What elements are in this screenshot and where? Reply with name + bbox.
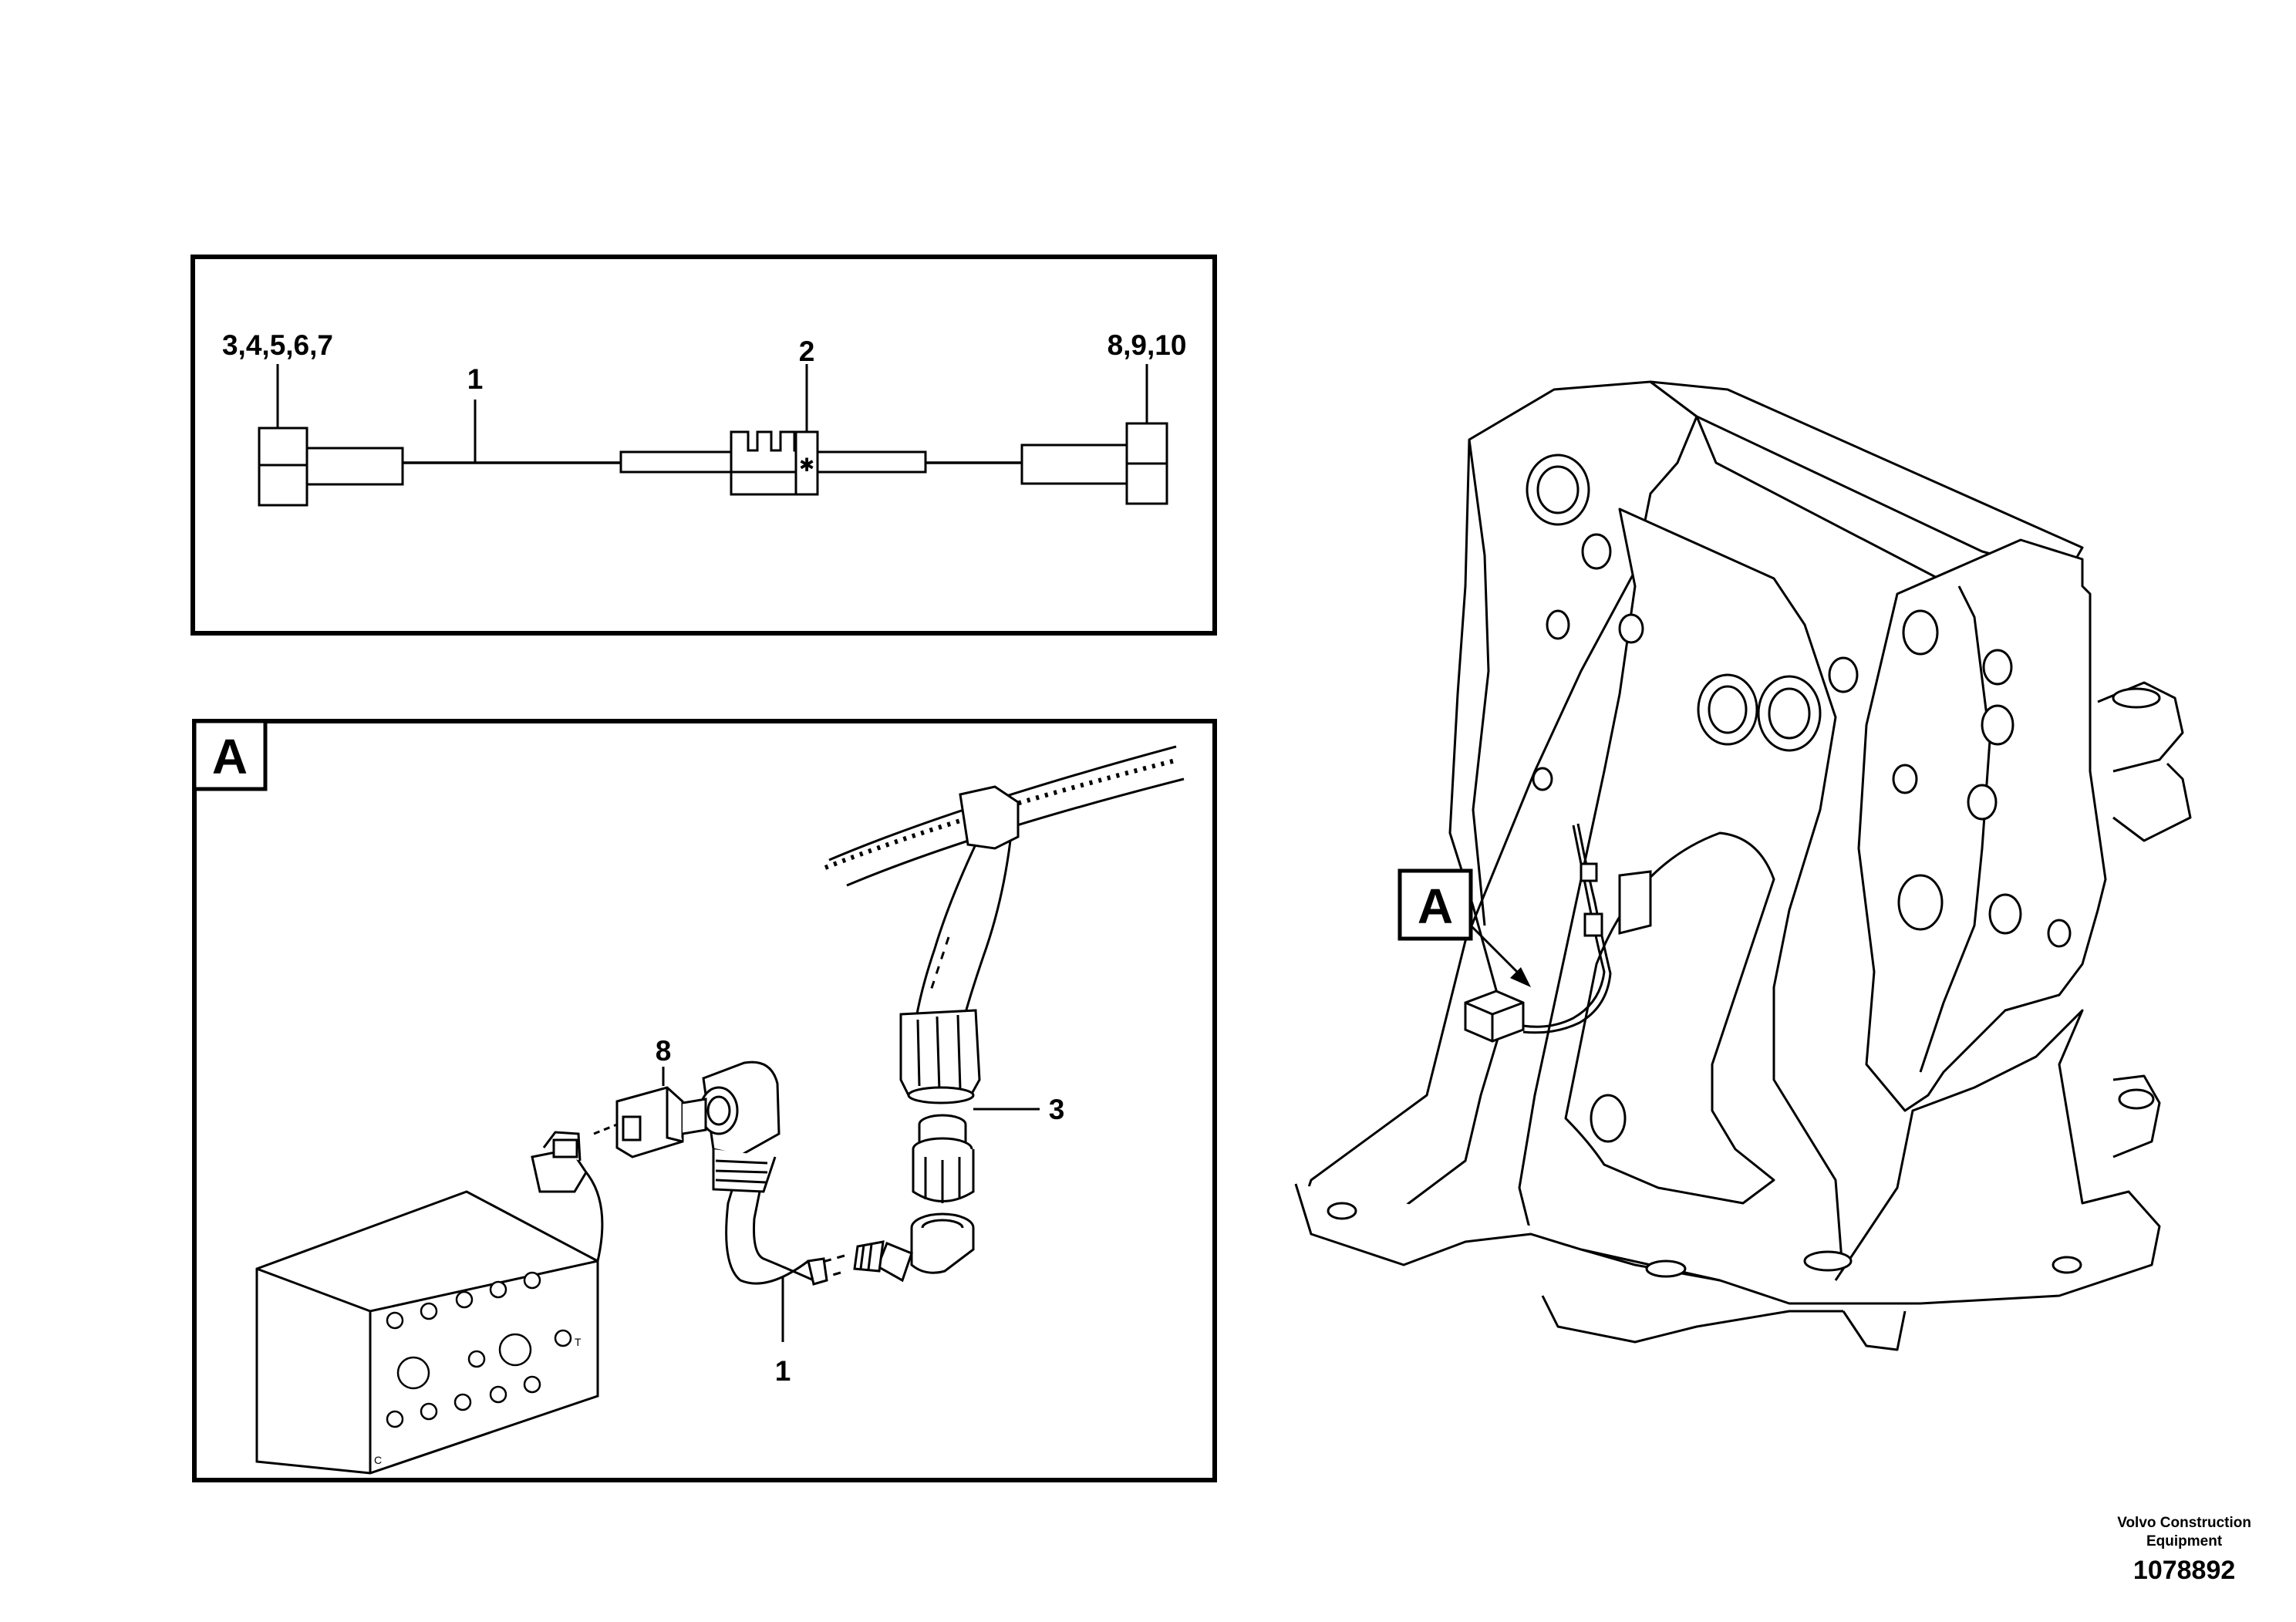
label-cable-item: 1 <box>467 363 484 395</box>
elbow-fitting <box>853 1212 975 1283</box>
machine-callout-box <box>1397 868 1473 941</box>
left-connector-symbol <box>258 364 404 507</box>
right-connector-symbol <box>1020 364 1168 505</box>
branch-hose <box>915 840 1012 1019</box>
angle-connector <box>699 1061 781 1193</box>
frame-valve-block <box>1464 990 1525 1043</box>
hose-item-1 <box>725 1187 845 1286</box>
loader-frame-illustration <box>1294 380 2192 1351</box>
valve-block <box>255 1131 604 1475</box>
block-mark-c: C <box>374 1454 382 1466</box>
hose-nut <box>899 1009 981 1104</box>
base-plate <box>1294 1009 2161 1305</box>
label-right-connector-items: 8,9,10 <box>1108 329 1187 361</box>
frame-harness <box>1522 823 1652 1034</box>
label-junction-item: 2 <box>799 336 815 367</box>
right-side-plate <box>1857 538 2107 1112</box>
view-letter: A <box>212 729 248 784</box>
valve-block-ports <box>386 1271 572 1428</box>
machine-callout-leader <box>1469 924 1525 980</box>
connector-item-8 <box>615 1086 707 1158</box>
view-letter-box <box>192 719 268 791</box>
machine-view-callout: A <box>1397 868 1531 987</box>
center-junction-symbol <box>619 364 927 496</box>
block-mark-t: T <box>575 1336 582 1348</box>
label-connector-item: 8 <box>656 1035 672 1067</box>
center-junction-star-icon: ✱ <box>799 454 814 476</box>
cable-schematic-panel: ✱ 3,4,5,6,7 1 2 8,9,10 <box>190 255 1217 636</box>
label-fitting-item: 3 <box>1049 1094 1065 1125</box>
label-left-connector-items: 3,4,5,6,7 <box>222 329 333 361</box>
label-hose-item: 1 <box>775 1355 791 1387</box>
brand-line-1: Volvo Construction <box>2117 1515 2251 1531</box>
fitting-item-3 <box>912 1114 975 1203</box>
drawing-number: 1078892 <box>2132 1556 2236 1585</box>
drawing-footer: Volvo Construction Equipment 1078892 <box>2117 1514 2251 1586</box>
schematic-frame <box>190 255 1217 636</box>
brand-line-2: Equipment <box>2146 1533 2223 1549</box>
detail-view-a-panel: A <box>192 719 1217 1482</box>
machine-callout-arrowhead <box>1510 967 1531 987</box>
frame-holes <box>1327 454 2161 1278</box>
main-harness <box>824 745 1185 887</box>
machine-callout-letter: A <box>1418 878 1453 934</box>
connector-dashes <box>593 1123 618 1135</box>
detail-frame <box>192 719 1217 1482</box>
